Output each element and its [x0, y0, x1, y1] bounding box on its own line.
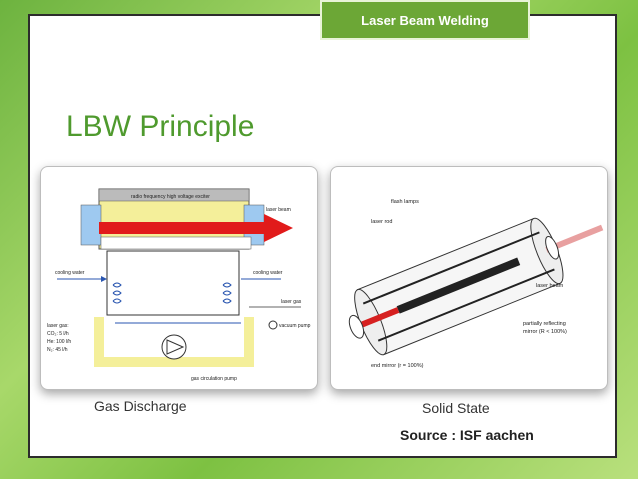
label-laser-beam: laser beam [266, 207, 291, 213]
label-circulation-pump: gas circulation pump [191, 376, 237, 382]
gas-mix-line-1: laser gas: [47, 323, 69, 329]
solid-state-figure: flash lamps laser rod laser beam partial… [330, 166, 608, 390]
label-laser-beam-right: laser beam [536, 283, 564, 289]
header-tab: Laser Beam Welding [320, 0, 530, 40]
label-cooling-right: cooling water [253, 270, 283, 276]
label-vacuum-pump: vacuum pump [279, 323, 311, 329]
label-exciter: radio frequency high voltage exciter [131, 194, 210, 200]
label-end-mirror: end mirror (r = 100%) [371, 363, 424, 369]
gas-mix-line-3: He: 100 l/h [47, 339, 71, 345]
label-flash-lamps: flash lamps [391, 199, 419, 205]
gas-mix-line-4: N₂: 45 l/h [47, 347, 68, 353]
label-partial-mirror-1: partially reflecting [523, 321, 566, 327]
page-title: LBW Principle [66, 110, 255, 143]
label-laser-gas: laser gas [281, 299, 302, 305]
source-credit: Source : ISF aachen [400, 427, 534, 443]
label-laser-rod: laser rod [371, 219, 392, 225]
caption-solid-state: Solid State [422, 400, 490, 416]
gas-discharge-figure: radio frequency high voltage exciter las… [40, 166, 318, 390]
label-partial-mirror-2: mirror (R < 100%) [523, 329, 567, 335]
gas-mix-line-2: CO₂: 5 l/h [47, 331, 69, 337]
label-cooling-left: cooling water [55, 270, 85, 276]
caption-gas-discharge: Gas Discharge [94, 398, 187, 414]
